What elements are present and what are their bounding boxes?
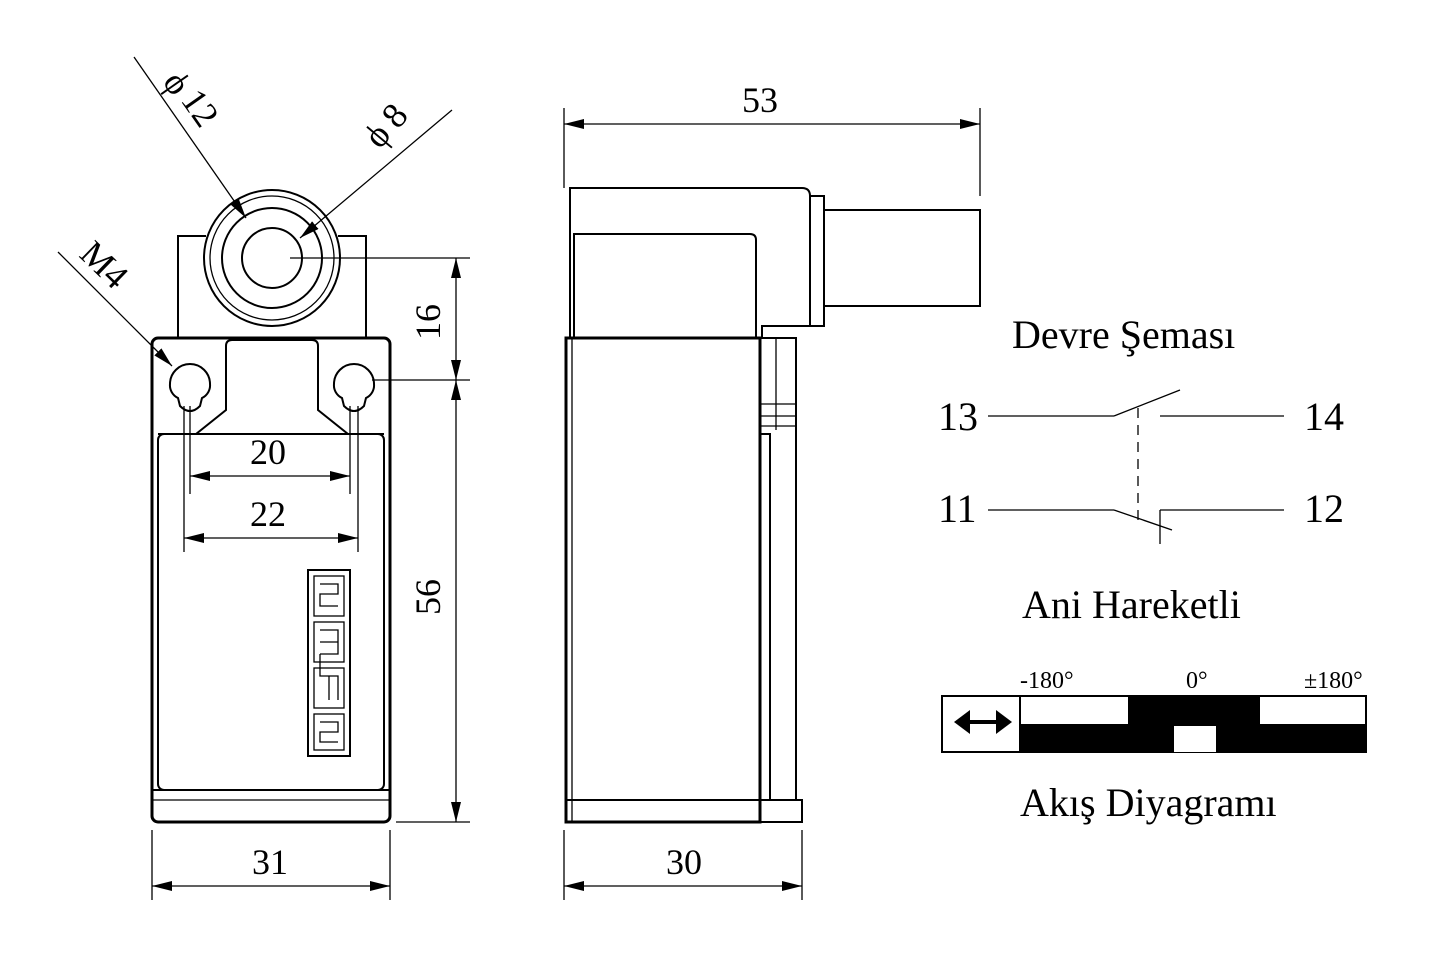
roller-shaft — [823, 209, 981, 307]
side-base-foot — [760, 799, 803, 823]
dim-leader-d12 — [133, 56, 247, 219]
circuit-title: Devre Şeması — [1012, 312, 1235, 357]
contact-nc-blade — [1113, 509, 1173, 531]
terminal-12: 12 — [1304, 486, 1344, 531]
lever-arm-inner — [573, 233, 757, 338]
dim-56-label: 56 — [408, 579, 448, 615]
body-top-notch — [158, 339, 384, 435]
dim-leader-d8 — [299, 109, 453, 239]
side-dimensions: 53 30 — [563, 80, 981, 900]
flow-bar-upper — [1128, 696, 1260, 724]
dim-22-label: 22 — [250, 494, 286, 534]
mount-hole-right — [332, 362, 376, 412]
double-arrow-icon — [954, 710, 1012, 734]
side-body-outline — [564, 336, 762, 824]
dim-16-label: 16 — [408, 304, 448, 340]
lever-arm-outer — [569, 187, 811, 338]
roller-bracket — [177, 235, 367, 338]
body-outline — [150, 336, 392, 824]
flow-tick-left: -180° — [1020, 668, 1074, 694]
terminal-13: 13 — [938, 394, 978, 439]
flow-title: Akış Diyagramı — [1020, 780, 1277, 825]
flow-diagram: -180° 0° ±180° Akış Diyagramı — [941, 668, 1367, 825]
dim-53-label: 53 — [742, 80, 778, 120]
terminal-14: 14 — [1304, 394, 1344, 439]
side-view — [564, 187, 981, 824]
side-cover-plate — [760, 337, 797, 801]
dim-30-label: 30 — [666, 842, 702, 882]
mount-hole-left — [168, 362, 212, 412]
contact-no-blade — [1113, 389, 1181, 417]
terminal-11: 11 — [938, 486, 977, 531]
dim-m4-label: M4 — [72, 233, 136, 297]
circuit-diagram: Devre Şeması 13 14 11 12 — [938, 312, 1344, 544]
flow-bar-gap — [1174, 726, 1216, 752]
dim-31-label: 31 — [252, 842, 288, 882]
dim-20-label: 20 — [250, 432, 286, 472]
dim-leader-m4 — [57, 251, 173, 367]
flow-tick-mid: 0° — [1186, 668, 1208, 694]
roller-hub — [809, 195, 825, 327]
front-dimensions: ϕ 12 ϕ 8 M4 16 56 20 22 31 — [57, 56, 470, 900]
action-type-label: Ani Hareketli — [1022, 582, 1241, 627]
brand-logo — [307, 569, 351, 757]
flow-tick-right: ±180° — [1304, 668, 1363, 694]
